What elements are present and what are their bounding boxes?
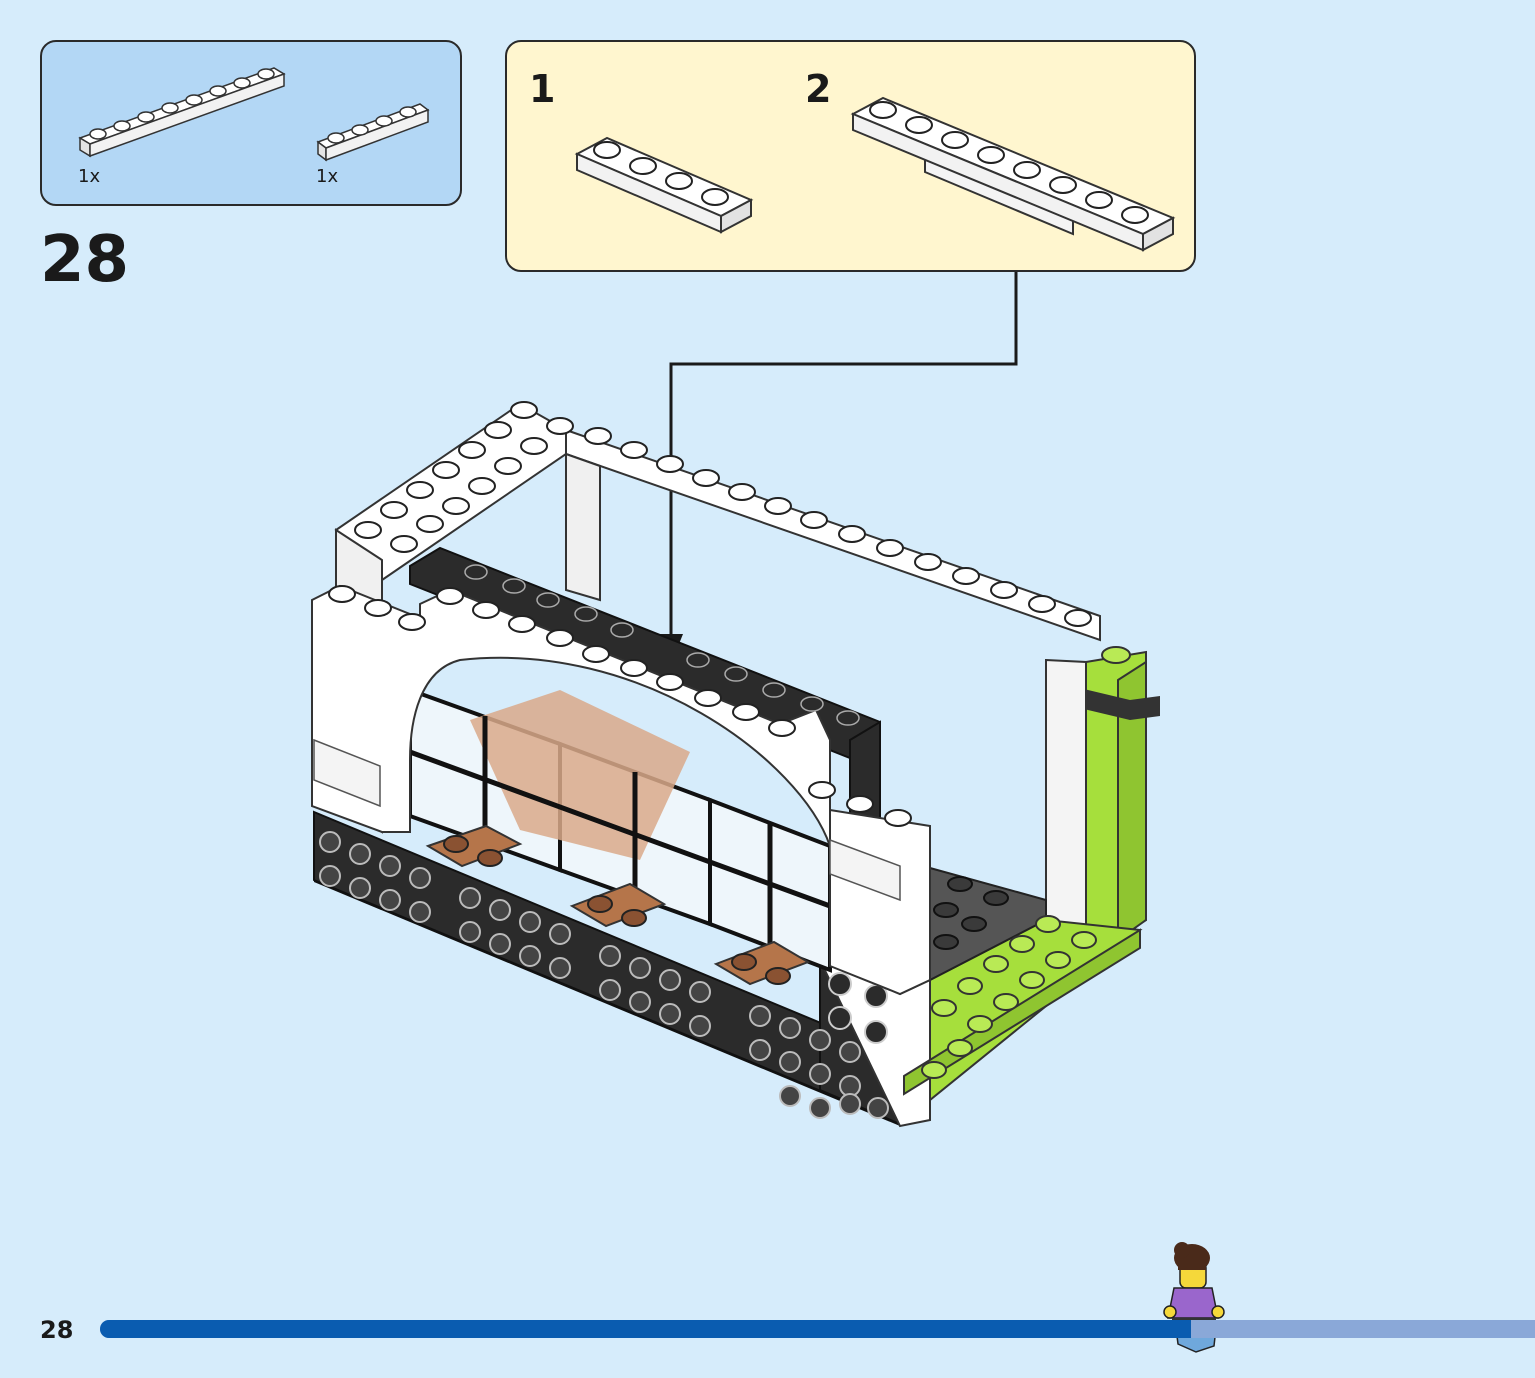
part-quantity: 1x [316,166,339,187]
sub-step-number: 1 [529,67,556,111]
progress-bar-fill [100,1320,1191,1338]
sub-step-number: 2 [805,67,832,111]
parts-list-callout: 1x 1x [40,40,462,206]
step-number: 28 [40,223,130,297]
part-quantity: 1x [78,166,101,187]
green-side-wall [1046,646,1160,956]
placement-arrow [659,272,1018,664]
page-number: 28 [40,1316,74,1344]
plate-1x8-icon [78,67,286,158]
plate-1x4-icon [574,136,754,234]
stacked-plates-icon [850,96,1176,252]
minifigure-icon [1163,1242,1225,1353]
parts-list-illustration [78,67,430,162]
window-panes [408,687,832,973]
black-base [313,810,931,1128]
sub-assembly-illustration [574,96,1176,252]
green-floor [903,866,1143,1103]
plate-1x4-icon [316,103,430,162]
front-arch-wall [311,564,931,996]
sub-assembly-callout: 1 2 [505,40,1196,272]
progress-bar [100,1320,1535,1338]
tan-tiles [425,824,811,986]
